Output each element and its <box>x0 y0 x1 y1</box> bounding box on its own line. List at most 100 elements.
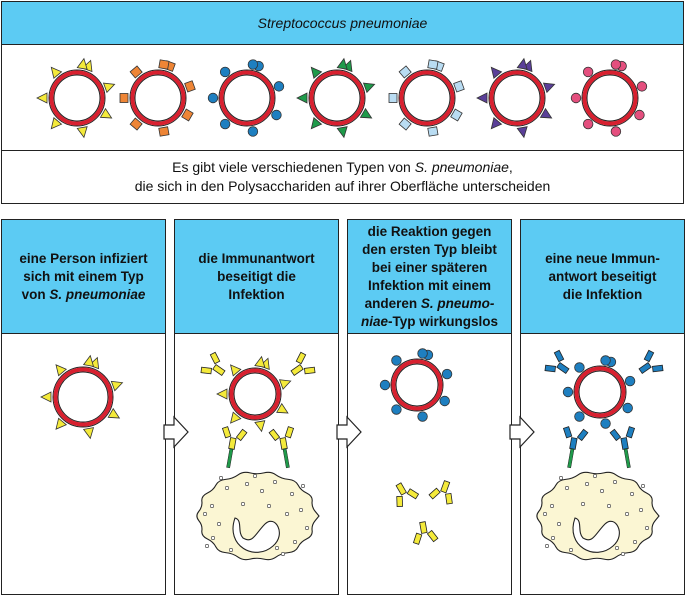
surface-antigen <box>207 92 219 104</box>
serotype-row <box>1 44 684 151</box>
surface-antigen <box>450 108 463 122</box>
surface-antigen <box>55 417 68 430</box>
surface-antigen <box>219 118 231 130</box>
cell-interior <box>493 74 541 122</box>
serotype-bacterium-7 <box>570 59 648 137</box>
antibody-arm <box>576 428 589 442</box>
surface-antigen <box>229 411 242 424</box>
surface-antigen <box>129 117 143 131</box>
granule <box>556 521 561 526</box>
surface-antigen <box>273 81 285 92</box>
granule <box>217 521 222 526</box>
antibody-arm <box>609 428 622 442</box>
panel-4-bound-antibody-2 <box>609 426 636 469</box>
granule <box>614 545 619 550</box>
nucleus <box>572 517 620 553</box>
antibody-stem <box>395 482 407 496</box>
surface-antigen <box>82 427 95 440</box>
granule <box>225 485 230 490</box>
title-banner: Streptococcus pneumoniae <box>1 1 684 45</box>
cell-interior <box>395 363 439 407</box>
antibody-arm <box>412 532 423 545</box>
antibody-stem <box>638 362 652 375</box>
panel-3-body <box>347 333 512 595</box>
panel-3-antibody-3 <box>412 521 439 545</box>
surface-antigen <box>216 388 228 400</box>
description-line-1: Es gibt viele verschiedenen Typen von S.… <box>172 158 513 175</box>
panel-3-antibody-2 <box>428 480 453 505</box>
arrow-2-to-3 <box>336 415 362 449</box>
antibody-arm <box>209 351 221 365</box>
surface-antigen <box>181 108 194 122</box>
surface-antigen <box>570 92 582 104</box>
granule <box>274 545 279 550</box>
cell-wall <box>399 70 455 126</box>
antibody-arm <box>562 426 573 439</box>
panel-1-line-2: sich mit einem Typ <box>23 268 144 284</box>
serotype-bacterium-4 <box>296 57 376 139</box>
cell-wall <box>49 70 105 126</box>
granule <box>632 539 637 544</box>
antibody-stem <box>569 437 578 450</box>
antibody-stem <box>212 364 226 377</box>
granule <box>219 475 224 480</box>
panel-2-body <box>174 333 339 595</box>
arrow-1-to-2 <box>163 415 189 449</box>
surface-antigen <box>50 66 63 79</box>
granule <box>300 483 305 488</box>
cell-wall <box>309 70 365 126</box>
surface-antigen <box>542 82 556 94</box>
surface-antigen <box>336 57 348 70</box>
antibody-arm <box>396 495 403 507</box>
surface-antigen <box>476 92 488 104</box>
surface-antigen <box>336 126 348 139</box>
surface-antigen <box>582 66 594 78</box>
cell-wall <box>219 70 275 126</box>
surface-antigen <box>539 107 553 119</box>
granule <box>544 543 549 548</box>
surface-antigen <box>490 66 503 79</box>
granule <box>549 503 554 508</box>
antibody-arm <box>625 426 636 439</box>
panel-2-bacterium <box>216 355 292 433</box>
surface-antigen <box>279 379 292 390</box>
surface-antigen <box>391 355 402 366</box>
surface-antigen <box>102 82 116 94</box>
antibody-arm <box>221 426 232 439</box>
antibody-stem <box>620 437 629 450</box>
serotype-bacterium-1 <box>36 57 116 139</box>
antibody-arm <box>268 428 281 442</box>
granule <box>620 551 625 556</box>
surface-antigen <box>40 391 52 403</box>
surface-antigen <box>50 117 63 130</box>
cell-wall <box>53 367 113 427</box>
granule <box>564 485 569 490</box>
granule <box>229 547 234 552</box>
title-text: Streptococcus pneumoniae <box>257 15 428 31</box>
granule <box>259 488 264 493</box>
description-line-2: die sich in den Polysacchariden auf ihre… <box>134 177 551 194</box>
cell-interior <box>403 74 451 122</box>
surface-antigen <box>247 126 259 137</box>
surface-antigen <box>516 126 528 139</box>
granule <box>612 479 617 484</box>
antibody-arm <box>544 364 557 373</box>
panel-4-free-antibody-1 <box>544 349 570 375</box>
cell-wall <box>391 359 443 411</box>
granule <box>205 543 210 548</box>
surface-antigen <box>600 355 611 366</box>
surface-antigen <box>76 57 88 70</box>
description-box: Es gibt viele verschiedenen Typen von S.… <box>1 150 684 204</box>
surface-antigen <box>310 66 323 79</box>
panel-2-free-antibody-2 <box>290 351 316 377</box>
panel-3-line-6: niae-Typ wirkungslos <box>360 313 499 329</box>
surface-antigen <box>107 407 121 419</box>
panel-3-line-1: die Reaktion gegen <box>367 223 492 239</box>
serotype-bacterium-5 <box>388 59 465 137</box>
granule <box>606 503 611 508</box>
granule <box>298 507 303 512</box>
surface-antigen <box>388 93 398 103</box>
panel-4-bound-antibody-1 <box>562 426 589 469</box>
granule <box>266 503 271 508</box>
